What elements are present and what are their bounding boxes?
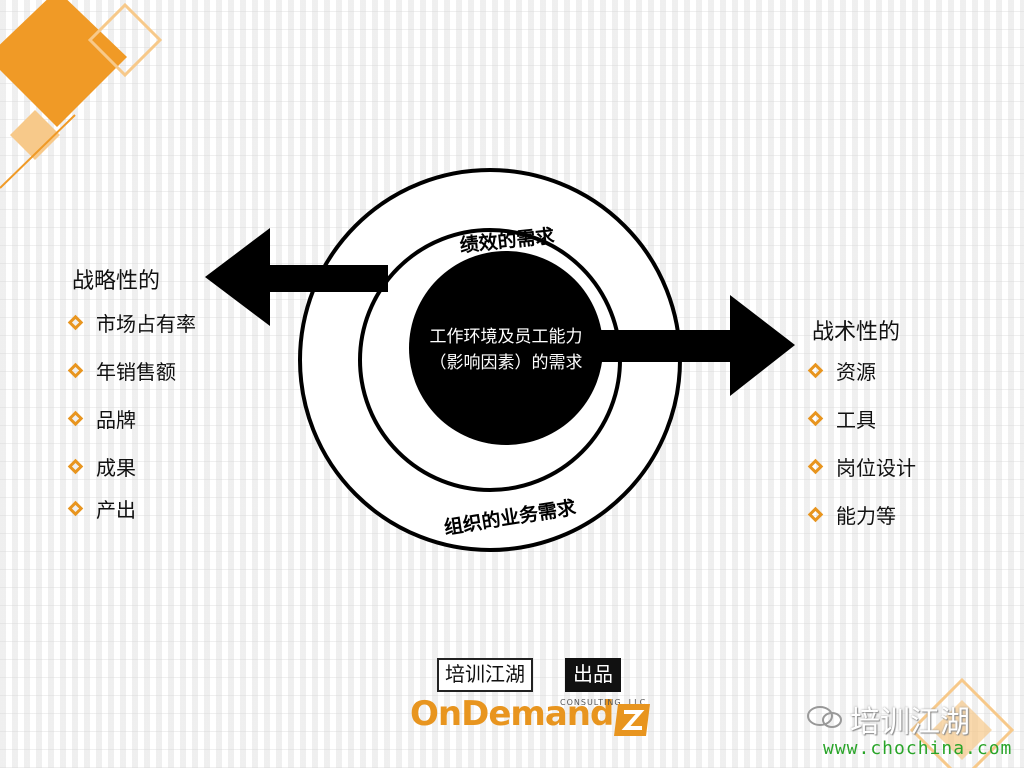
- diamond-fill-br: [932, 700, 992, 760]
- watermark-url: www.chochina.com: [823, 738, 1013, 759]
- inner-core: [409, 251, 603, 445]
- brand-label-box: 培训江湖: [437, 658, 533, 692]
- bubble-small: [822, 712, 842, 728]
- left-panel-title: 战略性的: [72, 269, 161, 294]
- inner-label-2: （影响因素）的需求: [430, 353, 583, 373]
- company-subtitle: CONSULTING, LLC: [560, 698, 647, 707]
- wechat-icon: [807, 706, 842, 728]
- left-arrow: [205, 228, 388, 326]
- company-logo-mark: [614, 704, 650, 736]
- corner-decoration-bottom-right: [909, 677, 1015, 768]
- corner-line: [0, 114, 76, 189]
- right-arrow: [535, 295, 795, 396]
- orange-diamond-small: [10, 110, 60, 160]
- inner-label: 工作环境及员工能力: [430, 327, 583, 347]
- right-panel-title: 战术性的: [812, 320, 901, 345]
- corner-decoration-top-left: [0, 0, 163, 189]
- company-logo-text: OnDemand: [410, 694, 614, 734]
- orange-diamond-large: [0, 0, 127, 127]
- diamond-outline-br: [909, 677, 1015, 768]
- logo-z-icon: [621, 710, 645, 730]
- bubble-large: [807, 706, 833, 726]
- watermark-text: 培训江湖: [850, 705, 970, 740]
- diamond-outline: [87, 2, 163, 78]
- brand-output-box: 出品: [565, 658, 621, 692]
